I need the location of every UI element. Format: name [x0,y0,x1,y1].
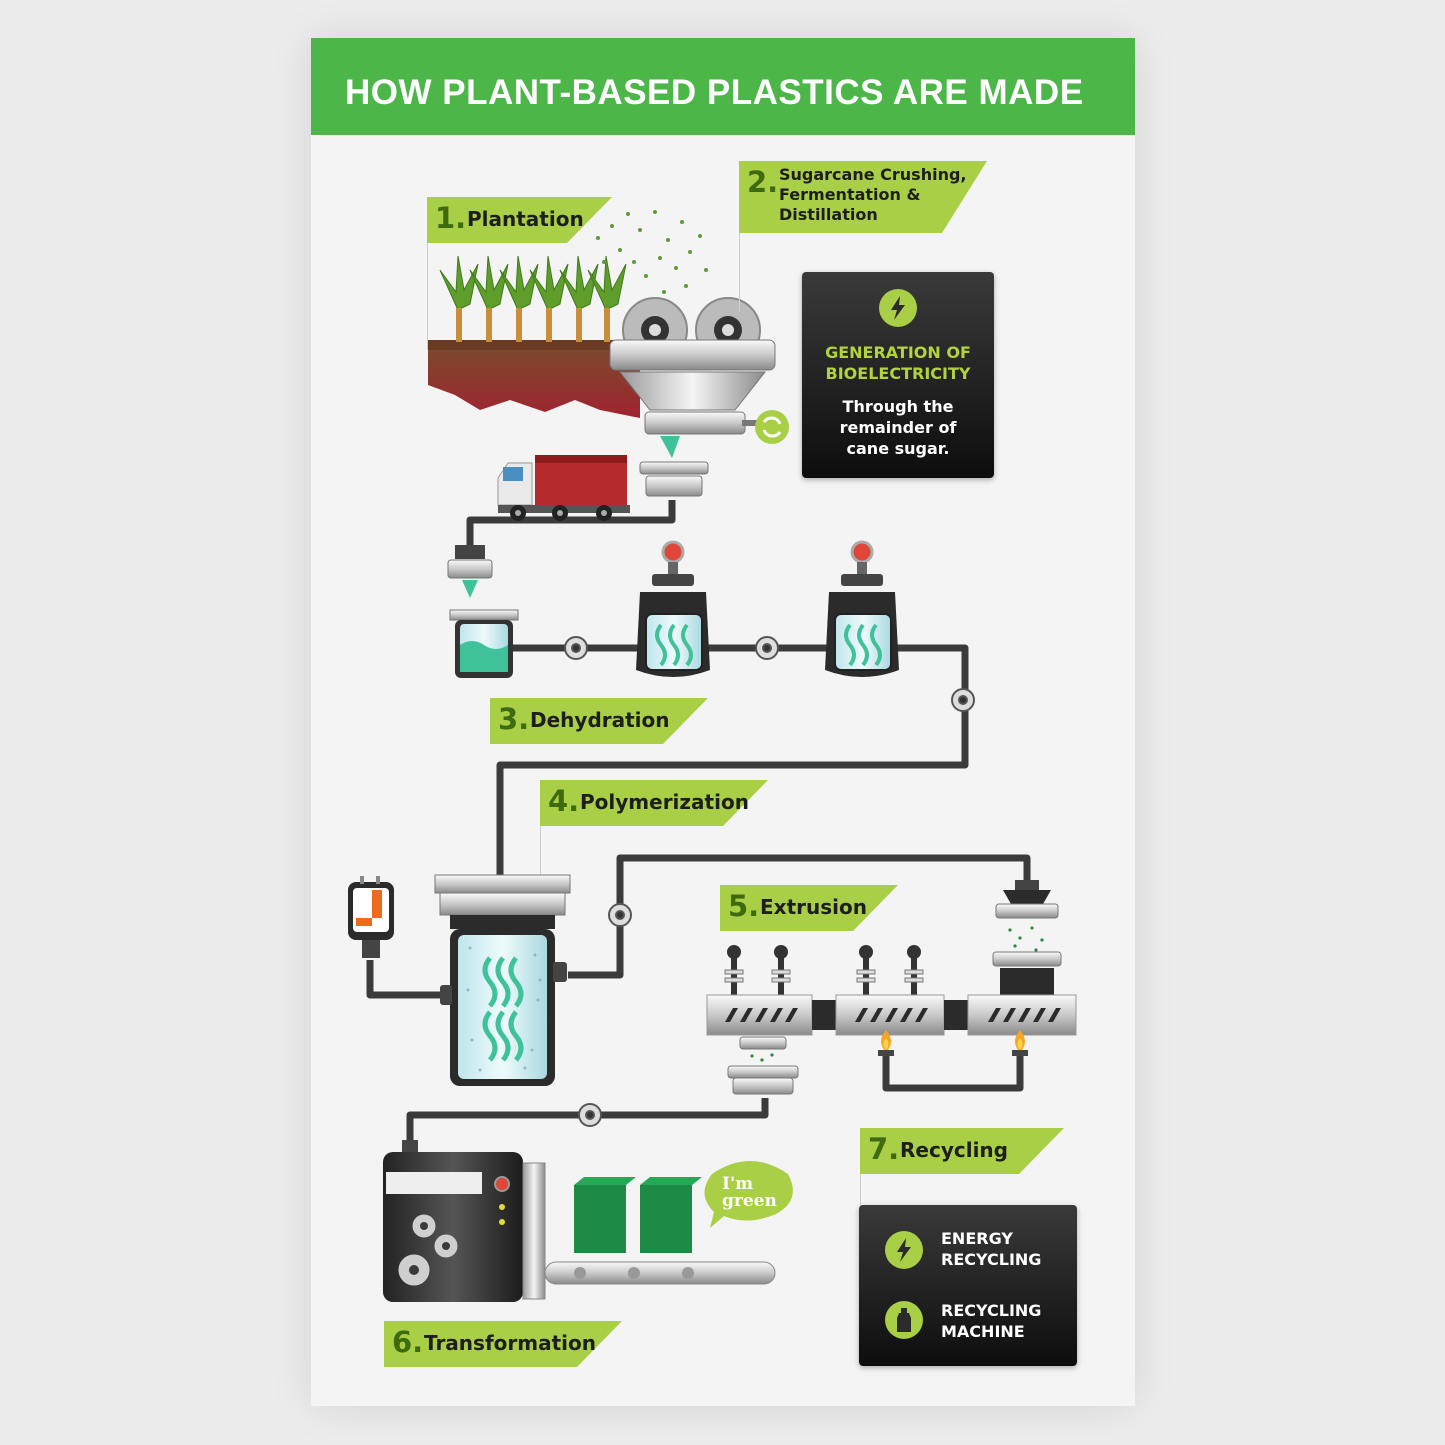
step-6-label: 6. Transformation [384,1321,622,1367]
bioelectricity-text: Through the remainder of cane sugar. [839,397,957,458]
truck-illustration [497,455,630,521]
leader-line-2 [739,232,740,312]
step-2-number: 2. [747,165,779,199]
step-7-number: 7. [868,1132,900,1166]
transformation-machine [383,1140,793,1302]
step-7-text: Recycling [900,1138,1008,1162]
step-3-number: 3. [498,702,530,736]
pipe-valves [564,636,975,1127]
leader-line-4 [540,824,541,874]
step-5-text: Extrusion [760,895,867,919]
step-1-number: 1. [435,201,467,235]
step-4-label: 4. Polymerization [540,780,768,826]
step-5-number: 5. [728,889,760,923]
bioelectricity-heading: GENERATION OF BIOELECTRICITY [825,343,971,383]
step-3-text: Dehydration [530,708,670,732]
header-banner: HOW PLANT-BASED PLASTICS ARE MADE [311,38,1135,135]
step-4-number: 4. [548,784,580,818]
step-4-text: Polymerization [580,790,749,814]
bottle-icon [885,1301,923,1339]
energy-recycling-text: ENERGY RECYCLING [941,1229,1042,1269]
crusher-machine [609,297,789,497]
dehydration-equipment [447,540,899,678]
step-6-text: Transformation [424,1331,596,1355]
step-2-text: Sugarcane Crushing, Fermentation & Disti… [779,165,967,224]
page-title: HOW PLANT-BASED PLASTICS ARE MADE [345,73,1084,112]
recycling-panel: ENERGY RECYCLING RECYCLING MACHINE [859,1205,1077,1366]
lightning-icon [879,289,917,327]
step-1-label: 1. Plantation [427,197,612,243]
plantation-illustration [428,210,708,418]
step-6-number: 6. [392,1325,424,1359]
extrusion-line [706,880,1077,1095]
step-2-label: 2. Sugarcane Crushing, Fermentation & Di… [739,161,987,233]
recycling-machine-text: RECYCLING MACHINE [941,1301,1042,1341]
step-5-label: 5. Extrusion [720,885,898,931]
bioelectricity-panel: GENERATION OF BIOELECTRICITY Through the… [802,272,994,478]
polymerization-reactor [348,874,571,1086]
step-3-label: 3. Dehydration [490,698,708,744]
leader-line-1 [427,240,428,350]
leader-line-7 [860,1172,861,1206]
im-green-bubble-text: I'm green [722,1174,777,1211]
energy-lightning-icon [885,1231,923,1269]
step-7-label: 7. Recycling [860,1128,1064,1174]
step-1-text: Plantation [467,207,584,231]
